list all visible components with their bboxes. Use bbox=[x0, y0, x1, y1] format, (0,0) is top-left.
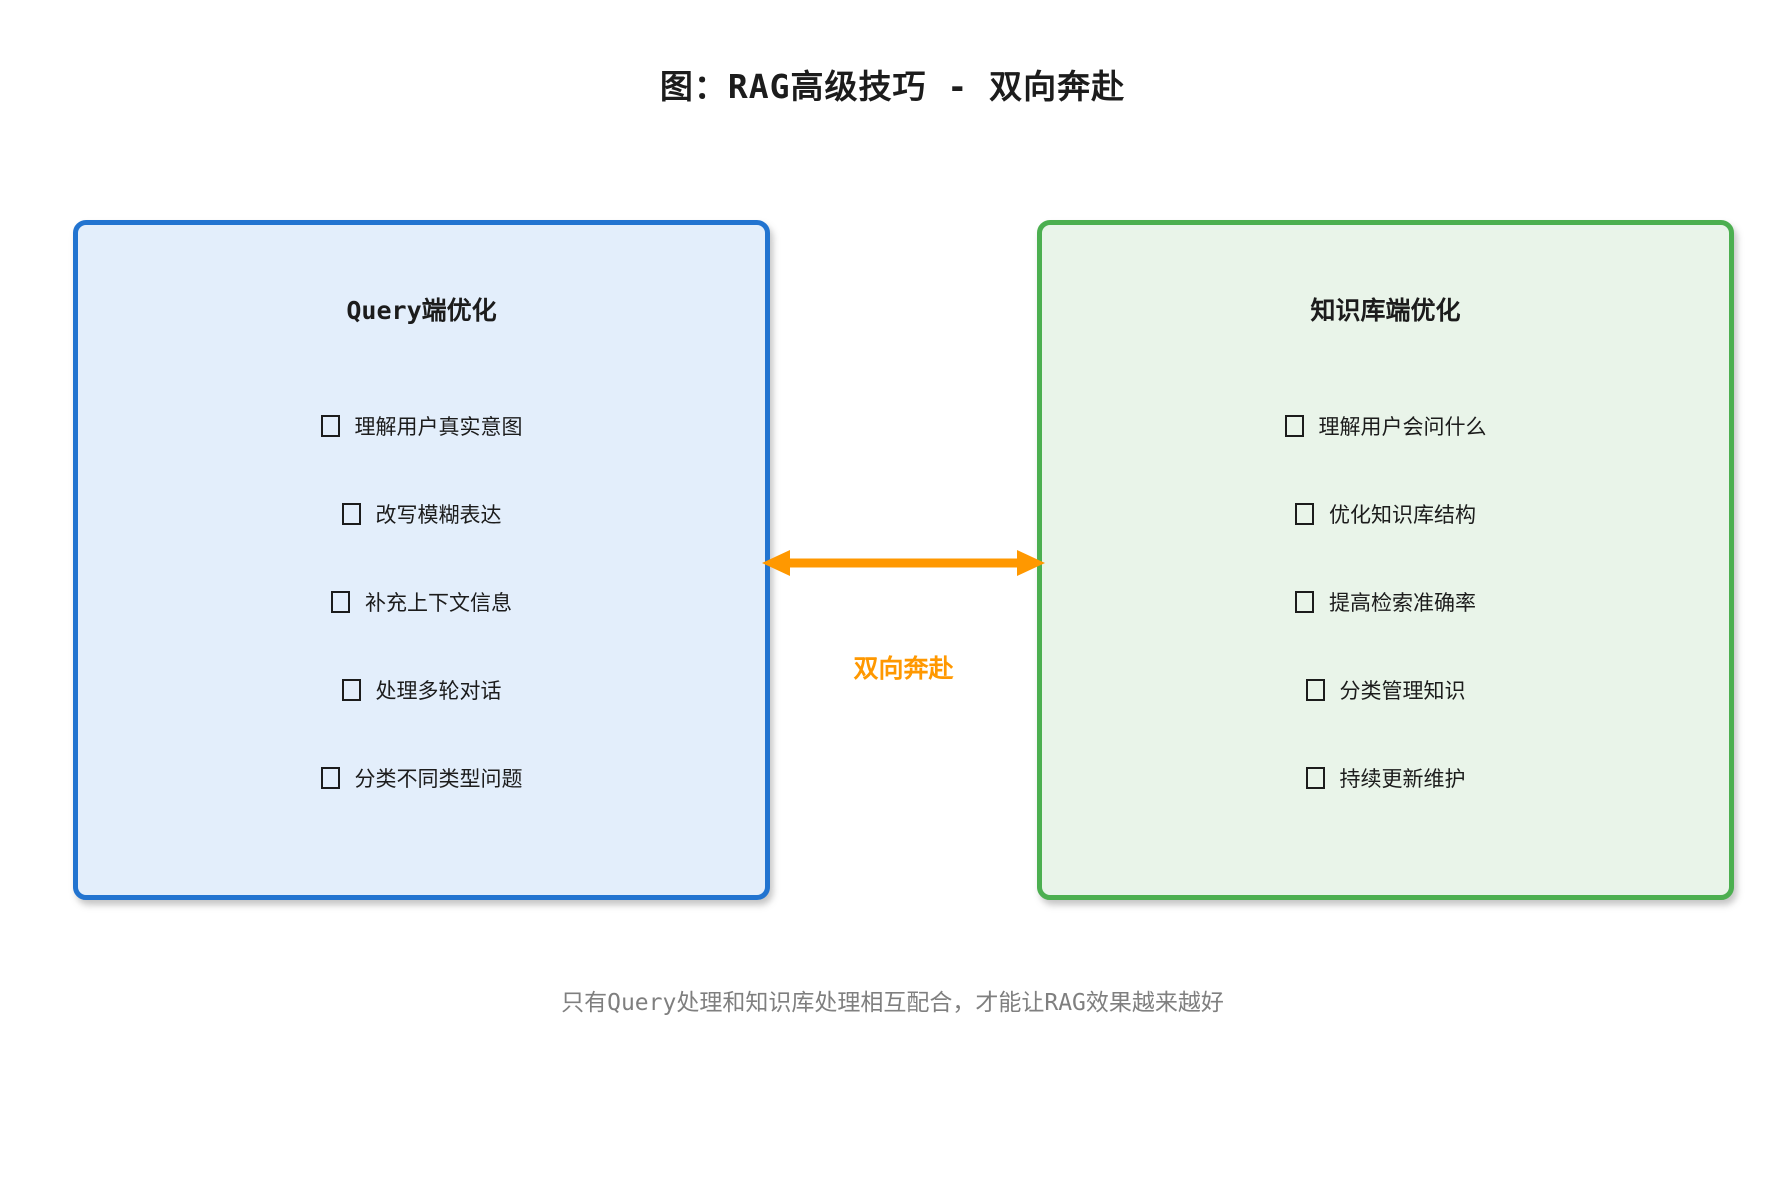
checkbox-icon bbox=[320, 767, 340, 789]
query-optimization-panel: Query端优化 理解用户真实意图 改写模糊表达 补充上下文信息 处理多轮对话 … bbox=[73, 220, 770, 900]
list-item: 分类不同类型问题 bbox=[78, 734, 765, 822]
list-item-label: 持续更新维护 bbox=[1339, 767, 1466, 791]
list-item: 分类管理知识 bbox=[1042, 646, 1729, 734]
list-item-label: 分类不同类型问题 bbox=[354, 767, 523, 791]
checkbox-icon bbox=[331, 591, 350, 613]
checkbox-icon bbox=[1295, 591, 1314, 613]
list-item: 补充上下文信息 bbox=[78, 558, 765, 646]
checkbox-icon bbox=[1305, 767, 1325, 789]
list-item: 优化知识库结构 bbox=[1042, 470, 1729, 558]
checkbox-icon bbox=[1295, 503, 1314, 525]
diagram-caption: 只有Query处理和知识库处理相互配合，才能让RAG效果越来越好 bbox=[561, 990, 1224, 1016]
list-item-label: 优化知识库结构 bbox=[1329, 503, 1476, 527]
knowledge-base-panel-title: 知识库端优化 bbox=[1310, 296, 1461, 325]
query-panel-items: 理解用户真实意图 改写模糊表达 补充上下文信息 处理多轮对话 分类不同类型问题 bbox=[78, 382, 765, 822]
checkbox-icon bbox=[341, 503, 361, 525]
list-item: 提高检索准确率 bbox=[1042, 558, 1729, 646]
list-item: 改写模糊表达 bbox=[78, 470, 765, 558]
list-item-label: 提高检索准确率 bbox=[1329, 591, 1476, 615]
bidirectional-arrow-icon bbox=[762, 550, 1045, 576]
list-item-label: 补充上下文信息 bbox=[365, 591, 512, 615]
connector-label: 双向奔赴 bbox=[853, 654, 954, 683]
list-item-label: 改写模糊表达 bbox=[375, 503, 502, 527]
knowledge-base-optimization-panel: 知识库端优化 理解用户会问什么 优化知识库结构 提高检索准确率 分类管理知识 持… bbox=[1037, 220, 1734, 900]
checkbox-icon bbox=[1305, 679, 1325, 701]
diagram-title: 图：RAG高级技巧 - 双向奔赴 bbox=[659, 67, 1126, 106]
checkbox-icon bbox=[320, 415, 340, 437]
query-panel-title: Query端优化 bbox=[346, 296, 497, 325]
list-item: 理解用户会问什么 bbox=[1042, 382, 1729, 470]
list-item: 理解用户真实意图 bbox=[78, 382, 765, 470]
knowledge-base-panel-items: 理解用户会问什么 优化知识库结构 提高检索准确率 分类管理知识 持续更新维护 bbox=[1042, 382, 1729, 822]
checkbox-icon bbox=[341, 679, 361, 701]
list-item-label: 处理多轮对话 bbox=[375, 679, 502, 703]
list-item: 处理多轮对话 bbox=[78, 646, 765, 734]
list-item-label: 理解用户会问什么 bbox=[1318, 415, 1487, 439]
checkbox-icon bbox=[1284, 415, 1304, 437]
list-item-label: 分类管理知识 bbox=[1339, 679, 1466, 703]
list-item: 持续更新维护 bbox=[1042, 734, 1729, 822]
list-item-label: 理解用户真实意图 bbox=[354, 415, 523, 439]
